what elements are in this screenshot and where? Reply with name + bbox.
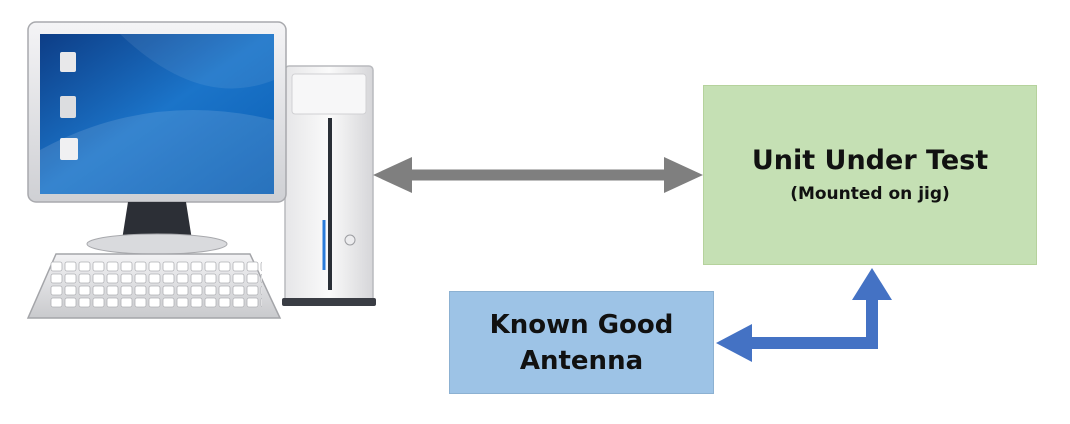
- trash-icon: [60, 96, 76, 118]
- uut-title: Unit Under Test: [751, 145, 989, 176]
- drive-icon: [60, 52, 76, 72]
- keyboard-icon: [26, 253, 282, 319]
- monitor-icon: [27, 21, 287, 255]
- folder-icon: [60, 138, 78, 160]
- known-good-antenna-box: Known Good Antenna: [449, 291, 714, 394]
- tower-case-icon: [282, 65, 376, 306]
- antenna-label-line2: Antenna: [519, 345, 644, 376]
- uut-subtitle: (Mounted on jig): [790, 184, 950, 204]
- unit-under-test-box: Unit Under Test (Mounted on jig): [703, 85, 1037, 265]
- computer-uut-arrow: [373, 157, 703, 193]
- desktop-computer-icon: [26, 21, 376, 319]
- antenna-uut-arrow: [716, 268, 892, 362]
- antenna-label-line1: Known Good: [489, 309, 674, 340]
